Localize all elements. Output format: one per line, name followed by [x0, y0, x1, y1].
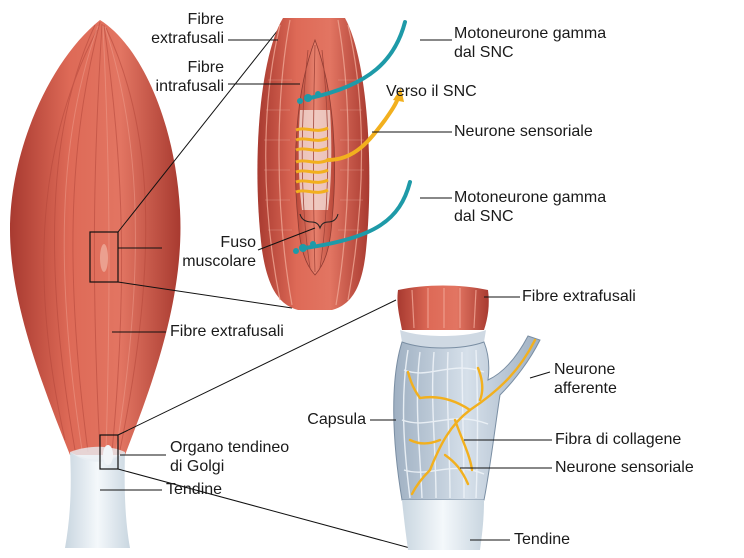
label-tendine-left: Tendine	[166, 480, 222, 499]
label-tendine-right: Tendine	[514, 530, 570, 549]
label-neurone-sensoriale-1: Neurone sensoriale	[454, 122, 593, 141]
label-fibre-extrafusali-mid: Fibre extrafusali	[170, 322, 284, 341]
label-motoneurone-gamma-1: Motoneurone gamma dal SNC	[454, 24, 606, 62]
label-fibra-collagene: Fibra di collagene	[555, 430, 681, 449]
label-organo-tendineo: Organo tendineo di Golgi	[170, 438, 289, 476]
label-neurone-sensoriale-2: Neurone sensoriale	[555, 458, 694, 477]
label-fibre-intrafusali: Fibre intrafusali	[150, 58, 224, 96]
label-fuso-muscolare: Fuso muscolare	[160, 233, 256, 271]
label-fibre-extrafusali-right: Fibre extrafusali	[522, 287, 636, 306]
muscle-spindle	[257, 18, 369, 310]
muscle-tendon	[65, 452, 130, 548]
golgi-organ-marker	[103, 445, 113, 465]
golgi-tendon-organ	[394, 286, 540, 551]
label-verso-snc: Verso il SNC	[386, 82, 477, 101]
label-neurone-afferente: Neurone afferente	[554, 360, 617, 398]
label-motoneurone-gamma-2: Motoneurone gamma dal SNC	[454, 188, 606, 226]
muscle-spindle-marker	[100, 244, 108, 272]
label-fibre-extrafusali-top: Fibre extrafusali	[150, 10, 224, 48]
label-capsula: Capsula	[260, 410, 366, 429]
